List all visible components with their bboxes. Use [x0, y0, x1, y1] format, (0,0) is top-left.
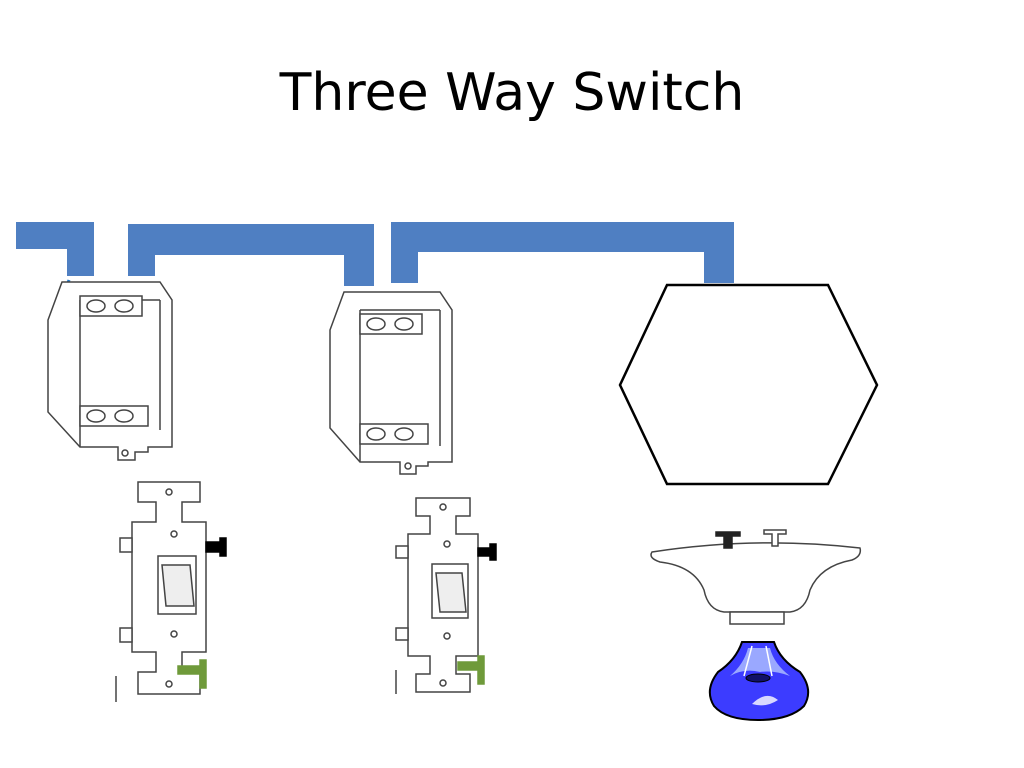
terminal-screw [119, 537, 133, 553]
conduit-run-left [16, 222, 94, 276]
conduit-run-middle [128, 224, 374, 286]
box-top-hole [366, 317, 386, 331]
fixture-canopy [650, 542, 862, 613]
terminal-screw [395, 627, 409, 641]
junction-box-hexagon [618, 283, 879, 486]
three-way-switch-middle [395, 497, 497, 694]
bulb-filament [765, 645, 773, 677]
fixture-terminal-black [715, 531, 741, 549]
toggle-lever [435, 572, 467, 613]
three-way-switch-left [115, 481, 227, 702]
ground-screw [177, 659, 207, 689]
box-top-hole [114, 299, 134, 313]
box-top-hole [394, 317, 414, 331]
terminal-screw [119, 627, 133, 643]
slide-title: Three Way Switch [279, 63, 745, 123]
box-bottom-hole [86, 409, 106, 423]
box-top-hole [86, 299, 106, 313]
strap-hole [165, 680, 173, 688]
strap-hole [165, 488, 173, 496]
common-screw-black [205, 537, 227, 557]
bulb-reflection [752, 695, 778, 706]
switch-box-middle [329, 291, 453, 475]
ground-screw [457, 655, 485, 685]
strap-hole [439, 503, 447, 511]
fixture-socket [729, 611, 785, 625]
conduit-right-run [391, 222, 734, 283]
terminal-screw [395, 545, 409, 559]
conduit-run-right [391, 222, 734, 283]
conduit-middle-run [128, 224, 374, 286]
box-bottom-hole [366, 427, 386, 441]
bulb-filament [743, 645, 753, 677]
box-bottom-hole [114, 409, 134, 423]
light-bulb [708, 641, 810, 722]
switch-screw-hole [170, 630, 178, 638]
strap-hole [439, 679, 447, 687]
box-mount-hole [404, 462, 412, 470]
switch-screw-hole [443, 632, 451, 640]
conduit-left-stub [16, 222, 94, 276]
switch-box-left [47, 281, 173, 461]
box-bottom-hole [394, 427, 414, 441]
switch-screw-hole [443, 540, 451, 548]
bulb-filament-core [745, 673, 771, 683]
switch-screw-hole [170, 530, 178, 538]
light-fixture [650, 529, 862, 625]
box-mount-hole [121, 449, 129, 457]
common-screw-black [477, 543, 497, 561]
fixture-terminal-white [763, 529, 787, 547]
bulb-highlight [730, 648, 790, 676]
toggle-lever [161, 564, 195, 607]
